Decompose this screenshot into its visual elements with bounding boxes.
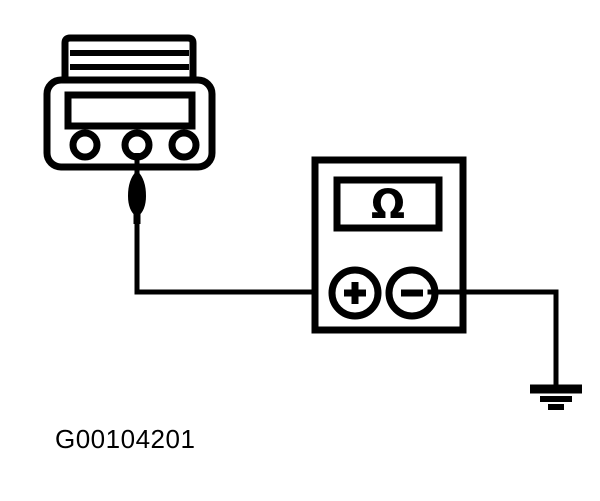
port-right[interactable] (168, 129, 200, 161)
ohmmeter[interactable]: Ω (311, 156, 467, 334)
positive-terminal[interactable] (328, 266, 382, 320)
wire-path-right (427, 289, 559, 391)
probe-body (127, 170, 147, 218)
ohmmeter-display (333, 176, 443, 232)
ground-symbol (530, 384, 582, 410)
connector-display (64, 91, 196, 130)
connector-module[interactable] (43, 34, 216, 171)
port-left[interactable] (69, 129, 101, 161)
wire-path-left (134, 217, 358, 295)
wire-negative-terminal-to-ground (427, 289, 559, 391)
wire-probe-to-positive-terminal (134, 217, 358, 295)
ohm-symbol: Ω (371, 182, 405, 228)
